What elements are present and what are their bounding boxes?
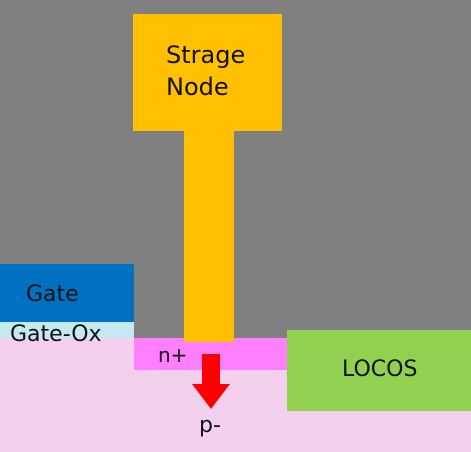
- storage-node-label-line2: Node: [166, 73, 229, 101]
- gate: [0, 264, 134, 322]
- storage-node-label-line1: Strage: [166, 41, 246, 69]
- gate-oxide-label: Gate-Ox: [10, 322, 102, 347]
- n-plus-label: n+: [158, 343, 188, 367]
- arrow-down-icon: [192, 354, 230, 409]
- storage-node-contact: [184, 130, 234, 342]
- gate-oxide: [0, 322, 134, 338]
- arrow-shape: [192, 354, 230, 409]
- locos-label: LOCOS: [342, 357, 418, 382]
- gate-label: Gate: [26, 282, 79, 307]
- storage-node: [133, 14, 282, 131]
- p-minus-label: p-: [199, 413, 221, 438]
- locos-oxide: [287, 330, 471, 411]
